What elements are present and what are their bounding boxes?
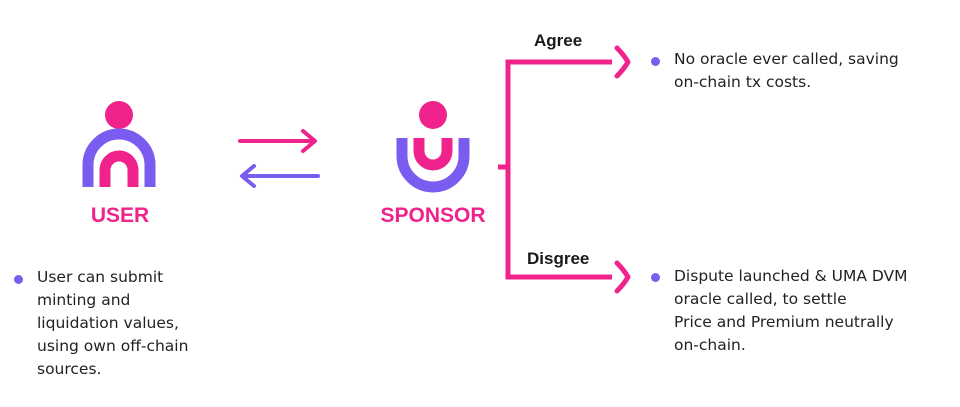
disagree-outcome: Dispute launched & UMA DVM oracle called… xyxy=(674,265,908,357)
disagree-outcome-line: Price and Premium neutrally xyxy=(674,313,894,331)
sponsor-person-icon xyxy=(396,101,470,193)
disagree-outcome-line: oracle called, to settle xyxy=(674,290,847,308)
disagree-outcome-line: Dispute launched & UMA DVM xyxy=(674,267,908,285)
disagree-outcome-line: on-chain. xyxy=(674,336,746,354)
agree-label: Agree xyxy=(534,31,582,50)
user-note-line: User can submit xyxy=(37,268,164,286)
agree-outcome-bullet xyxy=(651,57,660,66)
sponsor-label: SPONSOR xyxy=(380,204,485,227)
user-note-bullet xyxy=(14,275,23,284)
disagree-outcome-bullet xyxy=(651,273,660,282)
agree-outcome-line: on-chain tx costs. xyxy=(674,73,812,91)
agree-outcome: No oracle ever called, saving on-chain t… xyxy=(674,48,899,94)
user-note-line: liquidation values, xyxy=(37,314,179,332)
exchange-arrows-icon xyxy=(238,129,320,188)
user-label: USER xyxy=(91,204,149,227)
agree-outcome-line: No oracle ever called, saving xyxy=(674,50,899,68)
branch-connector xyxy=(498,45,631,294)
user-note-line: using own off-chain xyxy=(37,337,189,355)
user-note-line: sources. xyxy=(37,360,102,378)
agree-arrowhead-icon xyxy=(614,45,631,79)
user-note: User can submit minting and liquidation … xyxy=(37,266,188,381)
user-person-icon xyxy=(82,101,156,187)
user-note-line: minting and xyxy=(37,291,131,309)
disagree-arrowhead-icon xyxy=(614,260,631,294)
disagree-label: Disgree xyxy=(527,249,589,268)
